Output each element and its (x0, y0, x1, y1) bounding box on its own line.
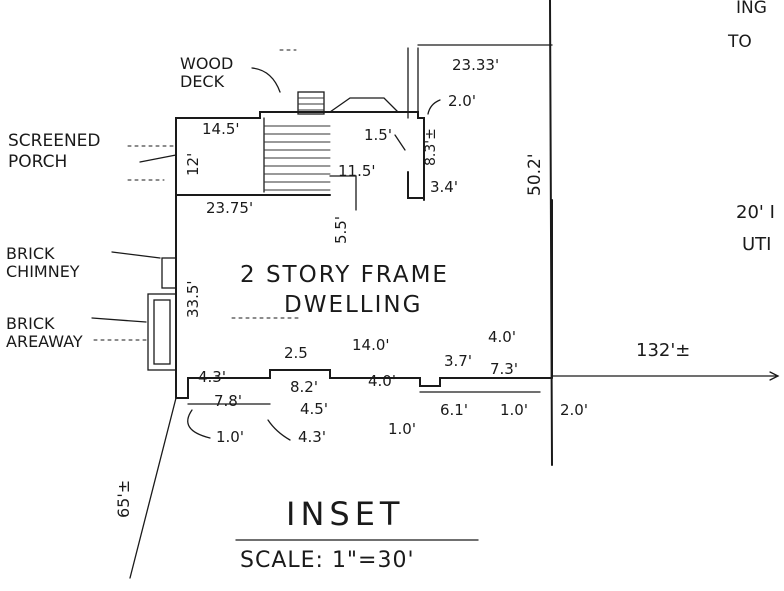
dim-12: 12' (184, 152, 202, 176)
leader-screened-porch (139, 154, 177, 163)
dim-5-5: 5.5' (332, 216, 350, 244)
dim-14-0: 14.0' (352, 336, 390, 354)
dim-7-8: 7.8' (214, 392, 242, 410)
leader-1-0 (187, 409, 211, 439)
brick-chimney-label: BRICK CHIMNEY (6, 244, 80, 281)
dim-8-3: 8.3'± (423, 128, 439, 166)
leader-4-3 (267, 419, 291, 441)
dim-132: 132'± (636, 340, 691, 361)
deck-stairs (297, 91, 325, 115)
dim-4-3-bottom: 4.3' (298, 428, 326, 446)
dim-1-5: 1.5' (364, 126, 392, 144)
brick-areaway-inner (153, 299, 171, 365)
cutoff-text-top-1: ING (736, 0, 767, 18)
interior-step (329, 175, 357, 211)
leader-2-0 (427, 99, 441, 115)
dim-23-75: 23.75' (206, 199, 254, 217)
deck-bump (329, 97, 399, 113)
cutoff-text-mid-1: 20' I (736, 202, 775, 223)
dim-8-2: 8.2' (290, 378, 318, 396)
dim-1-0-mid: 1.0' (388, 420, 416, 438)
wood-deck-label: WOOD DECK (180, 54, 234, 91)
building-label-line2: DWELLING (284, 292, 423, 318)
dim-14-5: 14.5' (202, 120, 240, 138)
leader-areaway (91, 317, 147, 323)
scale-label: SCALE: 1"=30' (240, 548, 415, 573)
dim-11-5: 11.5' (338, 162, 376, 180)
dim-50-2: 50.2' (525, 153, 545, 196)
brick-areaway-label: BRICK AREAWAY (6, 314, 83, 351)
dim-2-0-bottom: 2.0' (560, 401, 588, 419)
arrow-1-5 (394, 134, 406, 151)
dim-3-7: 3.7' (444, 352, 472, 370)
dim-4-0-top: 4.0' (488, 328, 516, 346)
cutoff-text-mid-2: UTI (742, 234, 772, 255)
leader-chimney (111, 251, 161, 259)
cutoff-text-top-2: TO (728, 32, 752, 52)
brick-chimney-shape (161, 257, 177, 289)
dim-2-0-top: 2.0' (448, 92, 476, 110)
dim-33-5: 33.5' (184, 280, 202, 318)
dim-65: 65'± (114, 479, 133, 518)
dwelling-outline (175, 111, 425, 399)
dim-4-3-top: 4.3' (198, 368, 226, 386)
front-wall (175, 369, 553, 399)
dim-23-33: 23.33' (452, 56, 500, 74)
dim-1-0-right: 1.0' (500, 401, 528, 419)
screened-porch-label: SCREENED PORCH (8, 131, 101, 172)
building-label-line1: 2 STORY FRAME (240, 262, 449, 288)
dim-2-5: 2.5 (284, 344, 308, 362)
porch-hatching (263, 125, 331, 191)
dim-4-5: 4.5' (300, 400, 328, 418)
page-title: INSET (286, 495, 405, 533)
dim-4-0-mid: 4.0' (368, 372, 396, 390)
dim-3-4: 3.4' (430, 178, 458, 196)
dim-7-3: 7.3' (490, 360, 518, 378)
distance-line-65 (129, 397, 177, 579)
brick-areaway-outer (147, 293, 177, 371)
dim-6-1: 6.1' (440, 401, 468, 419)
dim-1-0-left: 1.0' (216, 428, 244, 446)
leader-wood-deck (251, 67, 281, 93)
